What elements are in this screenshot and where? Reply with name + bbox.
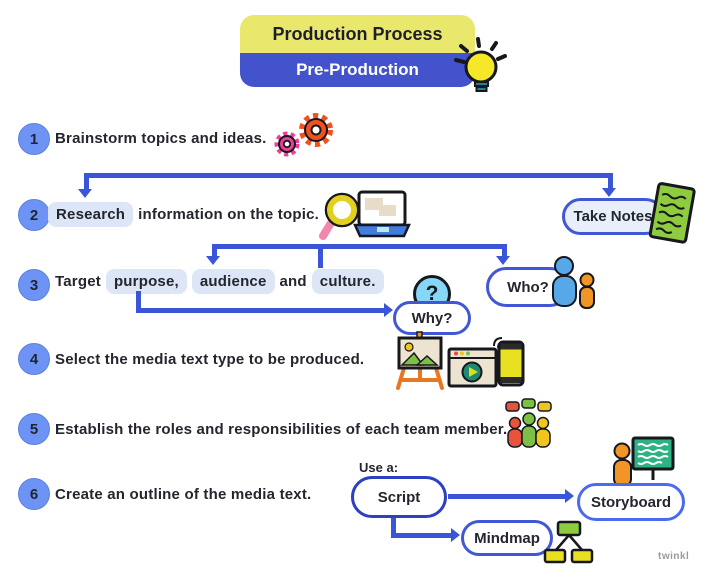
notes-sheet-icon [648, 182, 696, 244]
step-2-row: Research information on the topic. [48, 197, 319, 231]
laptop-icon [353, 190, 411, 238]
header-title-banner: Production Process [240, 15, 475, 53]
video-player-icon [447, 347, 498, 388]
lightbulb-icon [454, 37, 507, 92]
mindmap-label: Mindmap [474, 529, 540, 547]
step-3-number: 3 [18, 269, 50, 301]
script-label: Script [377, 488, 421, 506]
people-icon [552, 256, 595, 309]
step-3-box-purpose: purpose, [105, 268, 187, 294]
connector-drop-culture [318, 244, 323, 268]
watermark: twinkl [658, 551, 690, 562]
step-3-box-audience: audience [191, 268, 275, 294]
use-a-label: Use a: [359, 460, 399, 475]
connector-script-down [391, 518, 396, 538]
arrow-to-why [384, 303, 393, 317]
header-subtitle-banner: Pre-Production [240, 53, 475, 87]
arrow-to-research [78, 189, 92, 198]
arrow-to-storyboard [565, 489, 574, 503]
script-node: Script [351, 476, 447, 518]
header-title: Production Process [272, 23, 443, 44]
arrow-to-who [496, 256, 510, 265]
step-3-row: Target purpose, audience and culture. [55, 266, 384, 296]
step-2-number: 2 [18, 199, 50, 231]
step-4-text: Select the media text type to be produce… [55, 351, 365, 368]
step-5-number: 5 [18, 413, 50, 445]
mindmap-node: Mindmap [461, 520, 553, 556]
magnifier-icon [319, 192, 360, 240]
why-node: Why? [393, 301, 471, 335]
connector-purpose-down [136, 291, 141, 313]
connector-drop-audience [212, 244, 217, 257]
mindmap-diagram-icon [543, 520, 594, 564]
smartphone-icon [493, 337, 525, 387]
step-5-text: Establish the roles and responsibilities… [55, 421, 508, 438]
connector-bus-1 [84, 173, 613, 178]
easel-art-icon [396, 331, 444, 390]
step-3-box-culture: culture. [311, 268, 384, 294]
gears-icon [274, 113, 333, 157]
step-6-number: 6 [18, 478, 50, 510]
why-label: Why? [411, 309, 453, 327]
arrow-to-audience [206, 256, 220, 265]
step-6-text: Create an outline of the media text. [55, 486, 312, 503]
connector-drop-who [502, 244, 507, 257]
connector-bus-2 [212, 244, 507, 249]
connector-script-to-mindmap [391, 533, 451, 538]
storyboard-node: Storyboard [577, 483, 685, 521]
who-label: Who? [507, 278, 549, 296]
connector-purpose-to-why [136, 308, 384, 313]
step-2-text: information on the topic. [138, 205, 319, 223]
team-discussion-icon [505, 398, 552, 448]
header-subtitle: Pre-Production [296, 60, 419, 79]
connector-drop-research [84, 173, 89, 190]
storyboard-label: Storyboard [590, 493, 671, 511]
take-notes-label: Take Notes [573, 208, 653, 225]
connector-script-to-storyboard [448, 494, 565, 499]
step-3-prefix: Target [55, 272, 101, 290]
question-mark-glyph: ? [425, 282, 439, 305]
connector-drop-takenotes [608, 173, 613, 189]
step-3-conjunction: and [279, 272, 307, 290]
step-2-highlight-research: Research [48, 201, 134, 227]
arrow-to-mindmap [451, 528, 460, 542]
step-1-number: 1 [18, 123, 50, 155]
arrow-to-takenotes [602, 188, 616, 197]
step-4-number: 4 [18, 343, 50, 375]
step-1-text: Brainstorm topics and ideas. [55, 130, 267, 147]
